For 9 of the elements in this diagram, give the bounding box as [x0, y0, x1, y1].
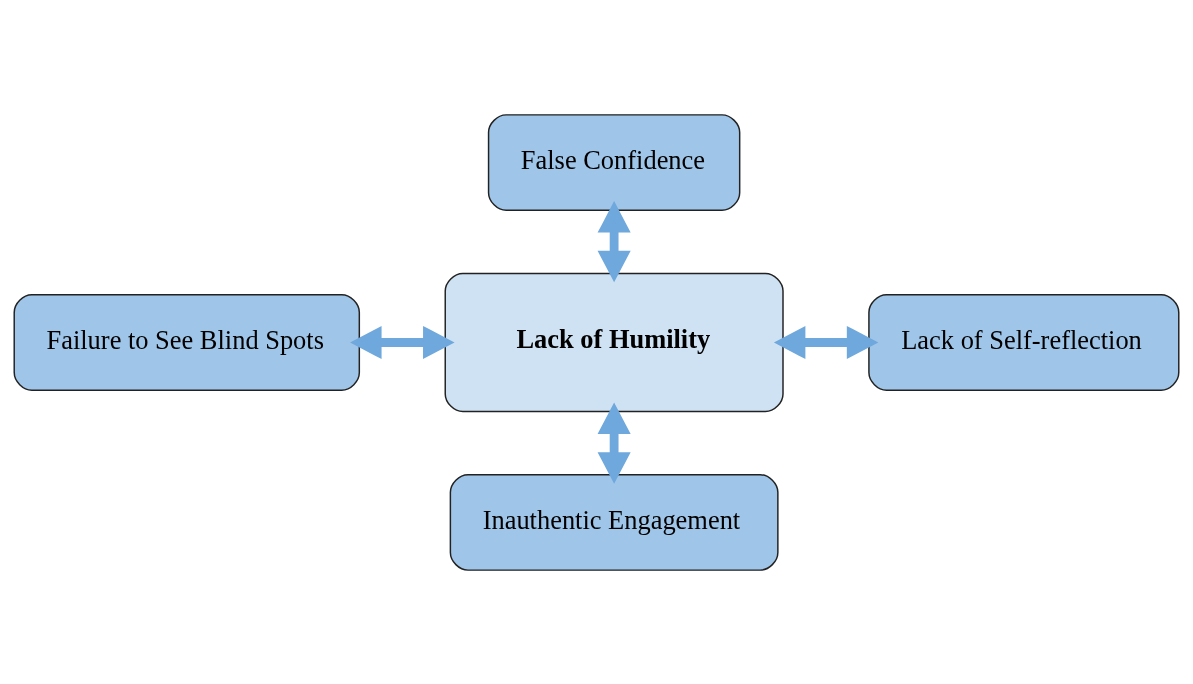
- node-box: Lack of Self-reflection: [868, 293, 1180, 391]
- node-box: Lack of Humility: [444, 272, 784, 412]
- node-box: Inauthentic Engagement: [449, 473, 779, 571]
- arrow: [597, 401, 631, 484]
- arrow: [773, 325, 879, 359]
- arrow: [597, 200, 631, 282]
- arrow: [350, 325, 455, 359]
- node-box: Failure to See Blind Spots: [13, 293, 361, 391]
- node-box: False Confidence: [487, 113, 741, 211]
